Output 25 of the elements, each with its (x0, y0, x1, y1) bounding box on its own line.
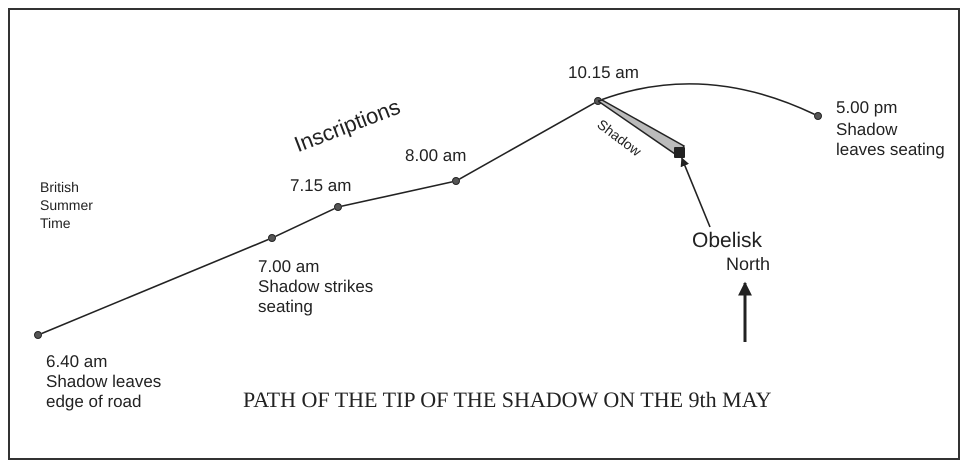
event-note: Shadow strikes seating (258, 277, 374, 317)
caption: PATH OF THE TIP OF THE SHADOW ON THE 9th MAY (243, 387, 772, 413)
path-line (459, 102, 595, 180)
time-zone-note: British Summer Time (40, 178, 94, 232)
path-line (342, 181, 452, 207)
event-note: Shadow leaves seating (836, 120, 946, 160)
time-label: 6.40 am (46, 352, 108, 372)
path-point (334, 203, 342, 211)
time-label: 5.00 pm (836, 98, 898, 118)
time-label: 7.15 am (290, 176, 352, 196)
obelisk-label: Obelisk (692, 229, 762, 253)
path-point (34, 331, 42, 339)
event-note: Shadow leaves edge of road (46, 372, 162, 412)
path-line (275, 208, 335, 238)
obelisk-marker (674, 147, 685, 158)
path-point (814, 112, 822, 120)
path-point (452, 177, 460, 185)
path-line (41, 238, 269, 334)
path-point (268, 234, 276, 242)
time-label: 8.00 am (405, 146, 468, 166)
time-label: 10.15 am (568, 63, 640, 83)
path-line (602, 83, 815, 115)
leader-arrow (680, 157, 711, 228)
north-label: North (726, 254, 770, 275)
time-label: 7.00 am (258, 257, 320, 277)
